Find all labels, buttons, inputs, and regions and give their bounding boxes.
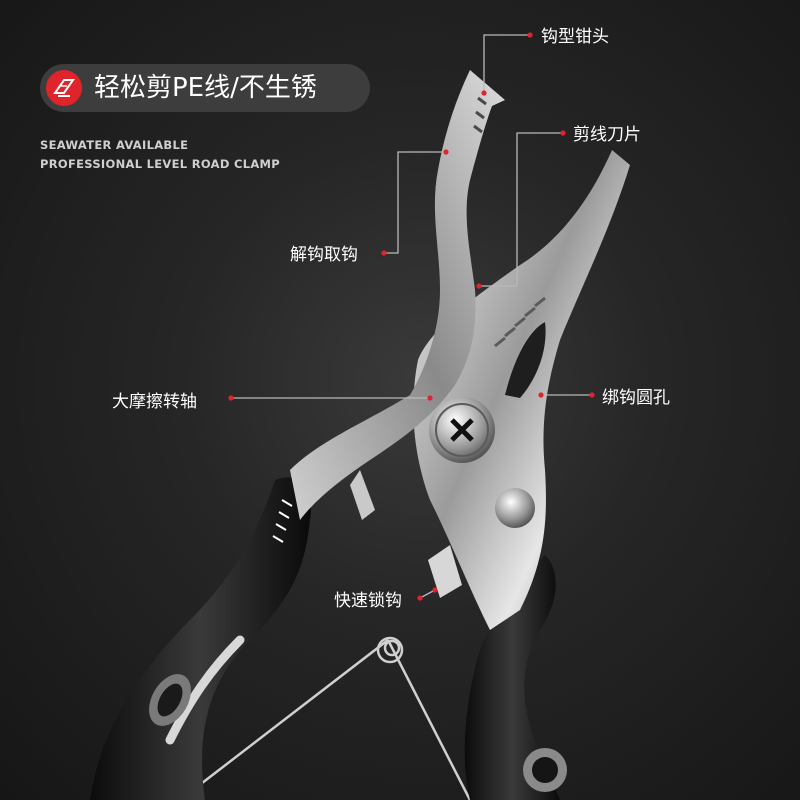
- callout-pivot-axis: 大摩擦转轴: [112, 392, 197, 412]
- callout-cutting-blade: 剪线刀片: [573, 125, 641, 145]
- callout-hook-tip: 钩型钳头: [541, 27, 609, 47]
- badge-text: 轻松剪PE线/不生锈: [94, 73, 317, 103]
- left-arm: [290, 70, 505, 520]
- callout-lines: [231, 34, 592, 599]
- left-handle: [90, 477, 311, 800]
- right-arm: [413, 150, 630, 630]
- subtitle-line-2: PROFESSIONAL LEVEL ROAD CLAMP: [40, 157, 281, 171]
- callout-tie-hole: 绑钩圆孔: [602, 388, 670, 408]
- pliers-icon: [46, 70, 82, 106]
- callout-quick-lock: 快速锁钩: [334, 591, 402, 611]
- pivot-screw: [429, 397, 495, 463]
- callout-hook-remover: 解钩取钩: [290, 245, 358, 265]
- spring-wire: [179, 636, 472, 800]
- feature-badge: 轻松剪PE线/不生锈: [40, 64, 370, 112]
- subtitle-line-1: SEAWATER AVAILABLE: [40, 138, 189, 152]
- right-handle: [464, 555, 567, 800]
- callout-dots: [228, 32, 595, 601]
